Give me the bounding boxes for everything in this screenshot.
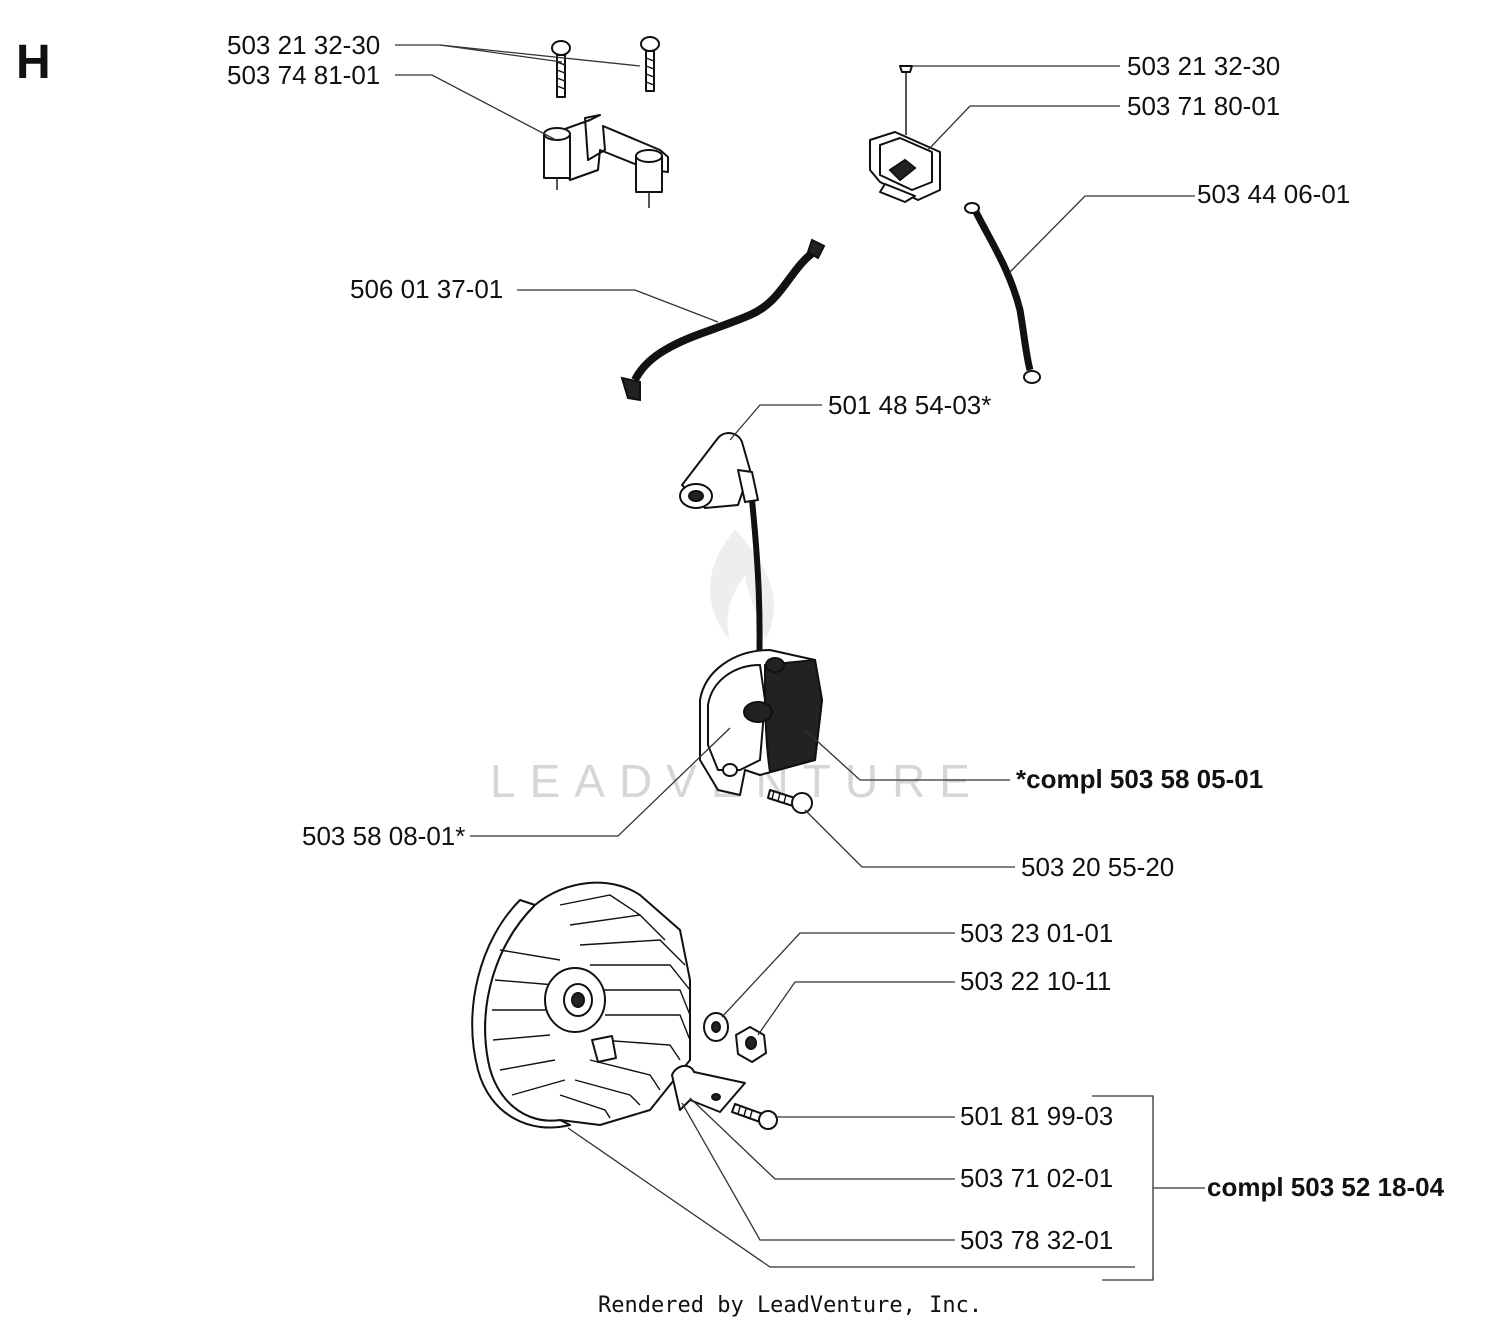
small-screw-icon [899, 65, 913, 135]
label-pawl-screw: 501 81 99-03 [960, 1101, 1113, 1131]
ignition-coil-icon [699, 649, 824, 796]
label-washer: 503 23 01-01 [960, 918, 1113, 948]
switch-assembly [869, 65, 941, 203]
nut-icon [735, 1026, 767, 1063]
label-spark-plug-cap: 501 48 54-03* [828, 390, 991, 420]
washer-icon [703, 1012, 729, 1042]
label-bracket: 503 74 81-01 [227, 60, 380, 90]
short-wire-icon [620, 238, 826, 402]
bracket-icon [543, 114, 669, 208]
spark-plug-cap-icon [679, 432, 759, 509]
label-pawl: 503 71 02-01 [960, 1163, 1113, 1193]
label-ground-wire: 503 44 06-01 [1197, 179, 1350, 209]
label-coil-screw: 503 20 55-20 [1021, 852, 1174, 882]
label-screw-top-right: 503 21 32-30 [1127, 51, 1280, 81]
ground-wire-icon [964, 202, 1041, 384]
footer-credit: Rendered by LeadVenture, Inc. [598, 1293, 982, 1318]
pawl-icon [671, 1064, 746, 1113]
label-nut: 503 22 10-11 [960, 966, 1111, 996]
leader-lines [395, 44, 1205, 1281]
label-switch: 503 71 80-01 [1127, 91, 1280, 121]
flywheel-icon [471, 881, 691, 1129]
screw-left-icon [551, 40, 571, 98]
section-letter: H [16, 36, 51, 89]
part-labels: 503 21 32-30 503 74 81-01 503 21 32-30 5… [227, 30, 1445, 1255]
screw-right-icon [640, 36, 660, 92]
pawl-screw-icon [731, 1103, 778, 1130]
label-screw-top-left: 503 21 32-30 [227, 30, 380, 60]
switch-icon [869, 131, 941, 203]
label-short-wire: 506 01 37-01 [350, 274, 503, 304]
label-coil-complete: *compl 503 58 05-01 [1016, 764, 1263, 794]
coil-screw-icon [767, 789, 813, 814]
label-flywheel-complete: compl 503 52 18-04 [1207, 1172, 1445, 1202]
label-coil: 503 58 08-01* [302, 821, 465, 851]
flame-logo-icon [710, 530, 774, 640]
label-flywheel: 503 78 32-01 [960, 1225, 1113, 1255]
